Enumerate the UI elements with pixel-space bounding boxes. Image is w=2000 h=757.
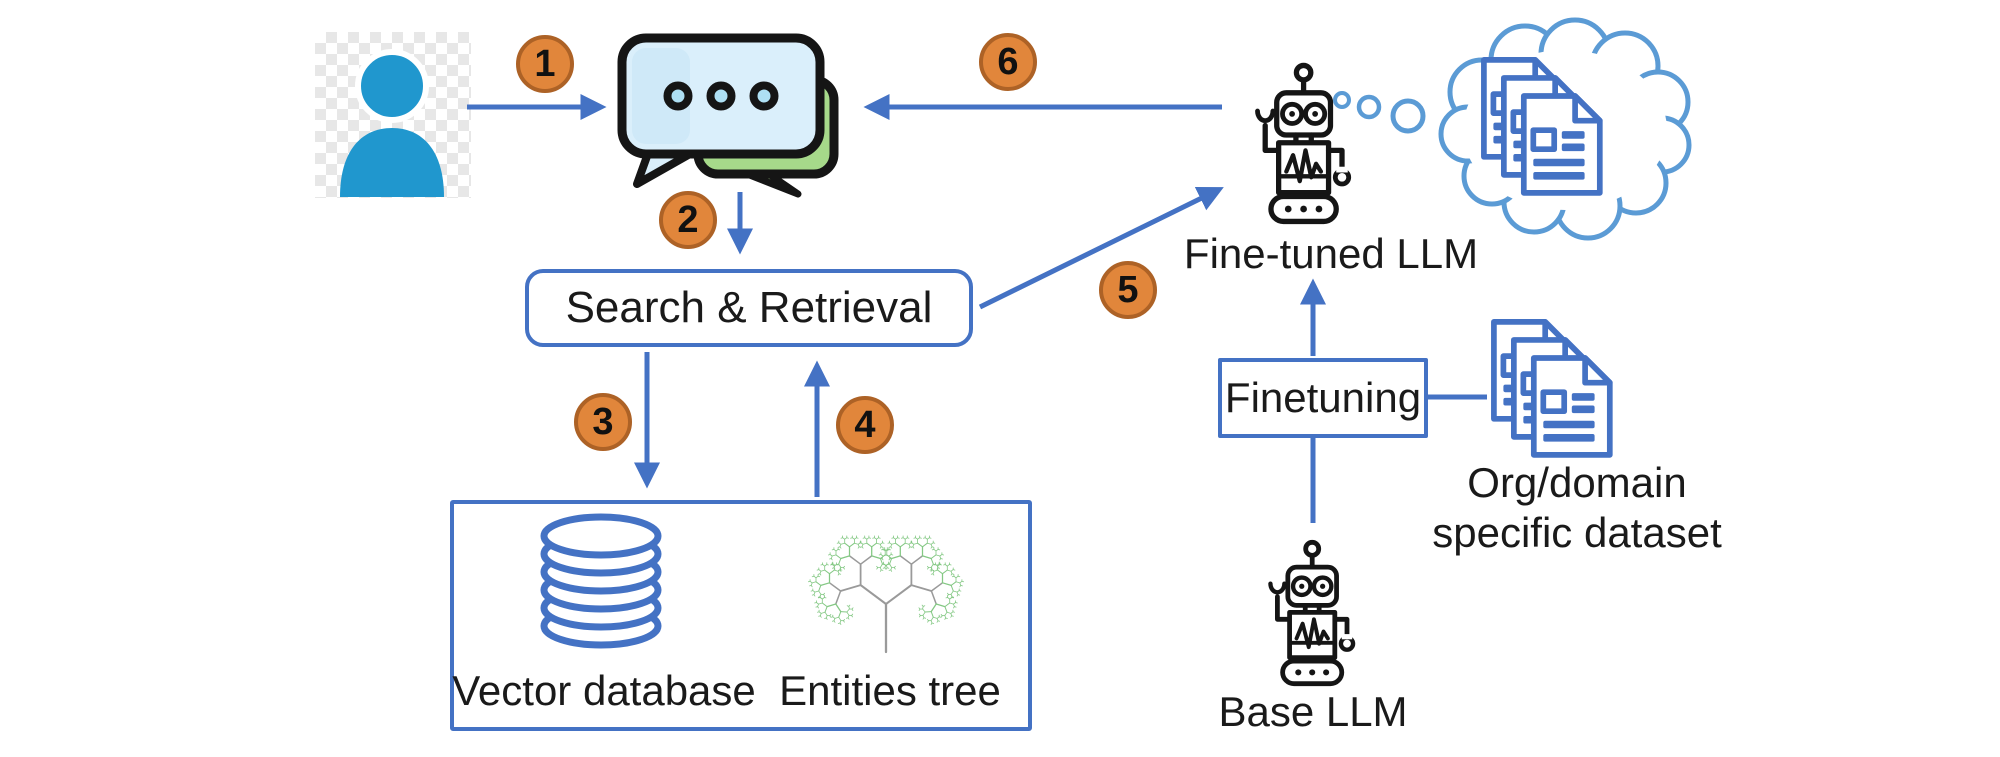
knowledge-store-box: [450, 500, 1032, 731]
chat-bubbles-icon: [617, 33, 839, 198]
thought-cloud-icon: [1438, 17, 1692, 241]
step-badge-6: 6: [979, 33, 1037, 91]
step-badge-5: 5: [1099, 261, 1157, 319]
vector-database-label: Vector database: [452, 667, 756, 714]
step-badge-1: 1: [516, 35, 574, 93]
fractal-tree-icon: [808, 535, 964, 654]
connectors: [467, 94, 1487, 523]
org-dataset-label-line2: specific dataset: [1432, 509, 1722, 556]
base-llm-label: Base LLM: [1218, 688, 1408, 735]
org-dataset-label-line1: Org/domain: [1467, 459, 1687, 506]
step-badge-4: 4: [836, 396, 894, 454]
robot-icon: [1258, 65, 1349, 221]
finetuning-box: Finetuning: [1218, 358, 1428, 438]
thought-dots-icon: [1333, 91, 1426, 134]
fine-tuned-llm-label: Fine-tuned LLM: [1183, 230, 1479, 277]
arrow-search-to-llm: [978, 186, 1224, 310]
database-cylinder-icon: [540, 513, 662, 649]
step-badge-3: 3: [574, 393, 632, 451]
finetuning-label: Finetuning: [1224, 374, 1422, 421]
step-badge-2: 2: [659, 191, 717, 249]
search-retrieval-box: Search & Retrieval: [525, 269, 973, 347]
documents-stack-icon: [1494, 322, 1610, 455]
entities-tree-label: Entities tree: [779, 667, 1001, 714]
robot-icon: [1270, 542, 1353, 683]
search-retrieval-label: Search & Retrieval: [565, 283, 933, 332]
person-icon: [340, 49, 444, 197]
